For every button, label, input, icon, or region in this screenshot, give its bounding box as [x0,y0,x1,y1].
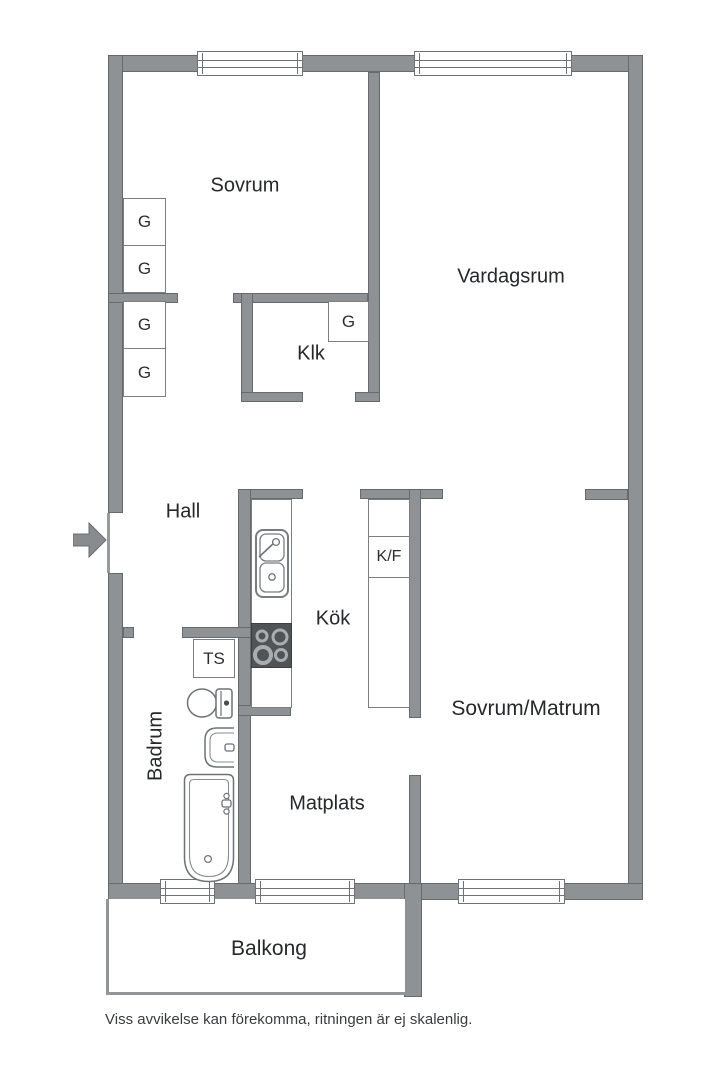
wardrobe-cabinet: G [123,245,166,293]
disclaimer-text: Viss avvikelse kan förekomma, ritningen … [105,1011,473,1028]
entrance-threshold [107,513,110,573]
drying-cabinet-label: TS [203,648,225,668]
toilet-icon [186,688,233,719]
wardrobe-cabinet-klk: G [328,301,369,342]
wall-badrum-top [182,627,251,638]
window-vardagsrum [414,51,572,76]
wardrobe-label: G [137,362,152,382]
stove-icon [251,623,292,668]
wardrobe-label: G [341,311,356,331]
wall-klk-left [241,293,253,402]
room-label-badrum: Badrum [144,710,167,782]
wall-matplats-divider [409,775,421,884]
wall-kitchen-badrum [238,489,251,884]
wall-outer-left-upper [108,55,123,513]
wall-central-divider-foot [355,392,380,402]
room-label-matplats: Matplats [289,792,365,815]
wardrobe-label: G [137,259,152,278]
wall-central-divider [368,72,380,402]
balcony-outline [106,899,405,995]
fridge-freezer-column [368,499,410,708]
wardrobe-label: G [137,212,152,231]
wall-kf-top [360,489,443,499]
fridge-freezer-cabinet: K/F [368,536,410,578]
wardrobe-label: G [137,315,152,334]
room-label-klk: Klk [297,342,325,365]
window-sovrum [197,51,303,76]
window-matplats [255,879,355,904]
wall-badrum-top-stub [123,627,134,638]
room-label-hall: Hall [165,500,201,523]
room-label-sovrum-matrum: Sovrum/Matrum [451,697,601,720]
wall-kitchen-top [242,489,303,499]
fridge-freezer-label: K/F [376,548,402,565]
wall-sovrum-bottom [233,293,368,303]
room-label-vardagsrum: Vardagsrum [457,265,565,288]
wardrobe-cabinet: G [123,198,166,246]
wardrobe-cabinet: G [123,348,166,397]
window-badrum [160,879,215,904]
room-label-kok: Kök [315,607,351,630]
window-sovrum-matrum [458,879,565,904]
drying-cabinet: TS [193,639,235,678]
wall-outer-right [628,55,643,900]
wall-klk-bottom [241,392,303,402]
room-label-balkong: Balkong [231,937,307,960]
wall-balcony-right [404,883,422,997]
wall-vardagsrum-sovmat-stub [585,489,628,500]
wall-outer-left-lower [108,573,123,900]
room-label-sovrum: Sovrum [210,174,280,197]
wall-kf-right [409,489,421,718]
washbasin-icon [204,727,235,768]
kitchen-sink-icon [255,529,289,598]
wardrobe-cabinet: G [123,301,166,349]
bathtub-icon [183,773,235,883]
entrance-arrow-icon [73,521,107,559]
